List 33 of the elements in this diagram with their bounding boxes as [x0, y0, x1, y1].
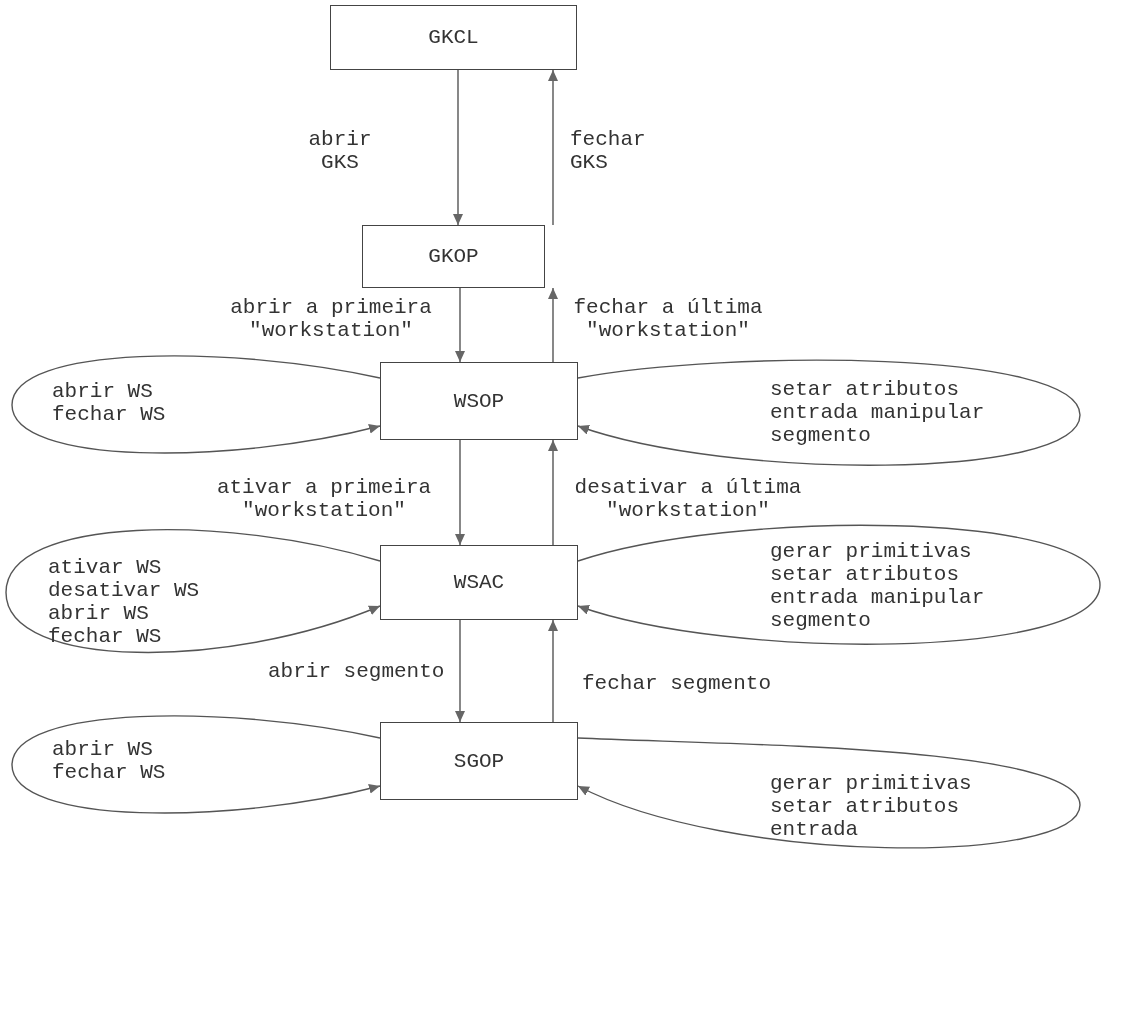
edge-label: fechar GKS	[570, 128, 647, 174]
arrow	[548, 619, 558, 723]
arrow	[455, 619, 465, 723]
loop-arrow	[11, 715, 381, 814]
state-box: WSOP	[380, 362, 578, 440]
arrow	[548, 439, 558, 546]
state-box: GKCL	[330, 5, 577, 70]
loop-arrow	[11, 355, 381, 454]
loop-arrow	[577, 359, 1081, 466]
arrow	[455, 287, 465, 363]
edge-label: ativar WS desativar WS abrir WS fechar WS	[48, 556, 201, 648]
edge-label: gerar primitivas setar atributos entrada manipular segmento	[770, 540, 986, 632]
edge-label: ativar a primeira "workstation"	[215, 476, 433, 522]
state-box: WSAC	[380, 545, 578, 620]
edge-label: abrir segmento	[268, 660, 446, 683]
arrow	[453, 69, 463, 226]
loop-arrow	[577, 524, 1101, 645]
edge-label: fechar segmento	[582, 672, 773, 695]
state-box: GKOP	[362, 225, 545, 288]
edge-label: abrir GKS	[307, 128, 373, 174]
arrow	[455, 439, 465, 546]
edge-label: abrir WS fechar WS	[52, 738, 167, 784]
edge-label: abrir a primeira "workstation"	[229, 296, 433, 342]
edge-label: gerar primitivas setar atributos entrada	[770, 772, 973, 841]
edge-label: desativar a última "workstation"	[573, 476, 803, 522]
edge-label: fechar a última "workstation"	[572, 296, 764, 342]
edge-label: setar atributos entrada manipular segmento	[770, 378, 986, 447]
state-box: SGOP	[380, 722, 578, 800]
loop-arrow	[5, 529, 381, 653]
loop-arrow	[577, 737, 1081, 849]
edge-label: abrir WS fechar WS	[52, 380, 167, 426]
arrow	[548, 69, 558, 226]
arrow	[548, 287, 558, 363]
